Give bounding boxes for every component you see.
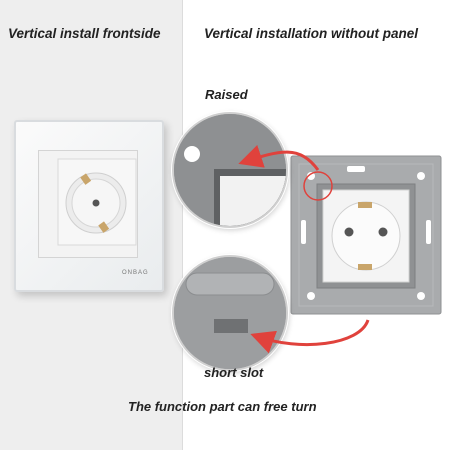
panel-divider	[182, 0, 183, 450]
caption-raised: Raised	[205, 87, 248, 102]
socket-face	[56, 157, 152, 253]
caption-free-turn: The function part can free turn	[128, 399, 317, 414]
caption-left: Vertical install frontside	[8, 26, 161, 41]
caption-short-slot: short slot	[204, 365, 264, 380]
brand-logo: ONBAG	[122, 270, 149, 276]
zoom-detail-raised	[172, 112, 288, 228]
caption-right: Vertical installation without panel	[204, 26, 419, 41]
